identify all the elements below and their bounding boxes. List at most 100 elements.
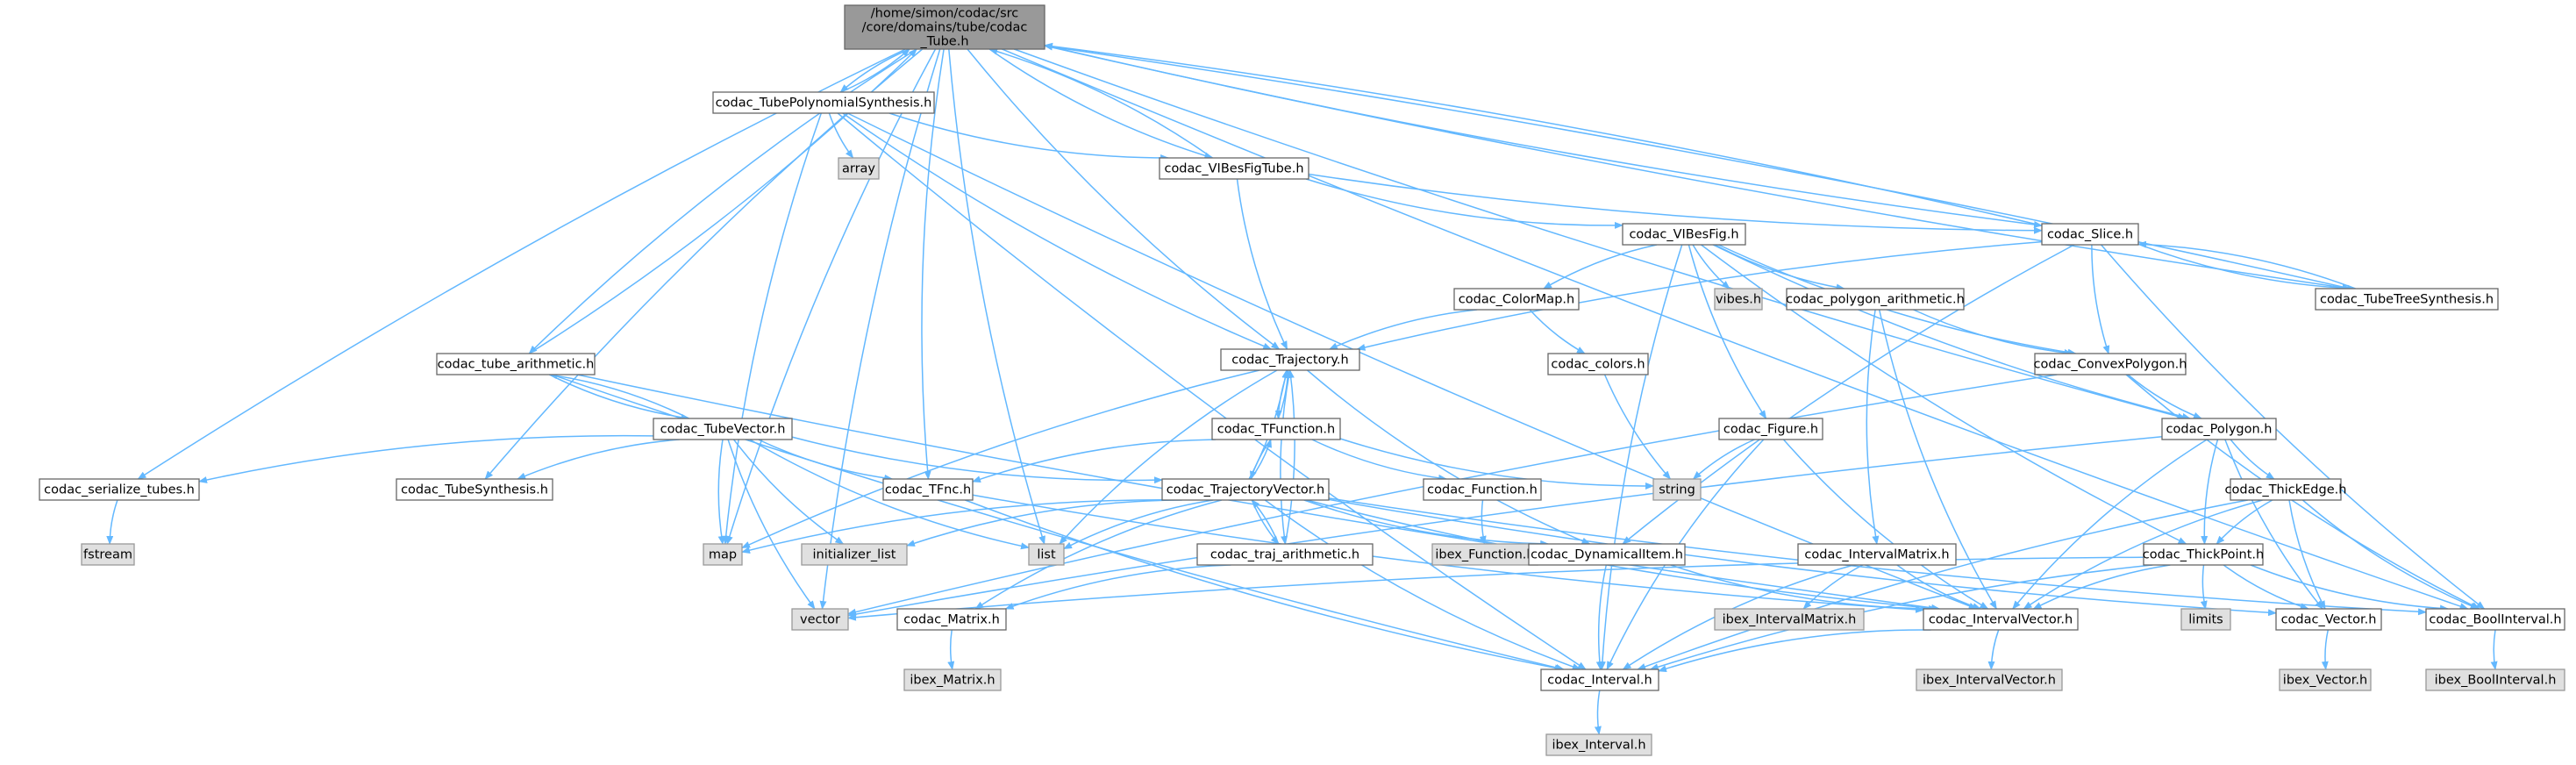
edge-path <box>1649 564 2153 671</box>
node-poly_synth[interactable]: codac_TubePolynomialSynthesis.h <box>712 91 935 114</box>
node-tube_arith[interactable]: codac_tube_arithmetic.h <box>436 353 596 375</box>
node-colormap[interactable]: codac_ColorMap.h <box>1453 288 1580 311</box>
node-label: codac_TubeSynthesis.h <box>401 483 548 497</box>
edge-path <box>947 629 955 670</box>
edge-tubevector-to-tubesynth <box>517 439 680 480</box>
node-polygon[interactable]: codac_Polygon.h <box>2161 418 2277 440</box>
edge-tubevector-to-initlist <box>733 439 845 545</box>
edge-path <box>828 112 854 159</box>
edge-path <box>1603 374 1672 480</box>
node-codac_vector[interactable]: codac_Vector.h <box>2275 608 2382 631</box>
node-tfnc[interactable]: codac_TFnc.h <box>882 478 974 501</box>
edge-path <box>921 48 945 480</box>
edge-vibesfig-to-polygon <box>1712 244 2191 420</box>
node-box <box>882 478 974 501</box>
node-label: codac_colors.h <box>1551 357 1645 371</box>
node-label: codac_Function.h <box>1427 483 1538 497</box>
edge-path <box>1014 48 2187 420</box>
edge-trajectory-to-list <box>1059 369 1278 545</box>
node-trajvector[interactable]: codac_TrajectoryVector.h <box>1161 478 1330 501</box>
node-list: list <box>1028 543 1065 566</box>
node-box <box>844 4 1045 50</box>
node-serialize[interactable]: codac_serialize_tubes.h <box>39 478 200 501</box>
node-function[interactable]: codac_Function.h <box>1423 478 1542 501</box>
edge-polygon-to-vector <box>847 436 2163 618</box>
edge-tubevector-to-trajvector <box>791 436 1163 484</box>
edge-path <box>741 499 1163 554</box>
node-string: string <box>1652 478 1702 501</box>
edge-path <box>965 499 1564 672</box>
node-box <box>1714 288 1763 311</box>
node-label: string <box>1659 483 1695 497</box>
edge-tubevector-to-serialize <box>198 434 654 483</box>
edge-tubevector-to-map <box>717 439 725 545</box>
node-thickpoint[interactable]: codac_ThickPoint.h <box>2143 543 2264 566</box>
node-tfunction[interactable]: codac_TFunction.h <box>1211 418 1341 440</box>
node-boolinterval[interactable]: codac_BoolInterval.h <box>2425 608 2565 631</box>
edge-path <box>1305 178 1623 229</box>
node-trajectory[interactable]: codac_Trajectory.h <box>1220 348 1360 371</box>
edge-trajvector-to-codac_vector <box>1328 498 2277 617</box>
edge-path <box>988 47 1213 159</box>
edge-path <box>2200 564 2208 610</box>
node-tubetree[interactable]: codac_TubeTreeSynthesis.h <box>2315 288 2499 311</box>
edge-path <box>791 436 1163 484</box>
node-fstream: fstream <box>81 543 135 566</box>
edge-path <box>1622 564 1854 670</box>
node-label: codac_tube_arithmetic.h <box>438 357 595 371</box>
edge-path <box>1688 244 1767 419</box>
edge-path <box>758 439 894 482</box>
node-interval[interactable]: codac_Interval.h <box>1540 668 1659 691</box>
edge-path <box>1044 45 2351 291</box>
node-initlist: initializer_list <box>801 543 908 566</box>
node-vibesfigtube[interactable]: codac_VIBesFigTube.h <box>1159 157 1309 180</box>
node-slice[interactable]: codac_Slice.h <box>2041 223 2139 246</box>
node-figure[interactable]: codac_Figure.h <box>1718 418 1823 440</box>
edge-thickpoint-to-limits <box>2200 564 2208 610</box>
node-dynitem[interactable]: codac_DynamicalItem.h <box>1528 543 1686 566</box>
edge-path <box>1236 178 1288 350</box>
node-box <box>1423 478 1542 501</box>
node-vibesfig[interactable]: codac_VIBesFig.h <box>1622 223 1746 246</box>
edge-path <box>847 436 2163 618</box>
node-tubesynth[interactable]: codac_TubeSynthesis.h <box>396 478 553 501</box>
edge-vibesfigtube-to-slice <box>1308 173 2043 234</box>
node-label: fstream <box>83 547 132 561</box>
node-label: ibex_Interval.h <box>1552 738 1645 752</box>
edge-intmatrix-to-intvector <box>1896 564 1982 610</box>
edge-tfnc-to-intvector <box>972 494 1924 613</box>
edge-path <box>1692 244 1730 290</box>
node-label: vibes.h <box>1716 292 1761 306</box>
edge-vibesfig-to-vibes_h <box>1692 244 1730 290</box>
edge-vibesfig-to-interval <box>1598 244 1683 670</box>
node-tubevector[interactable]: codac_TubeVector.h <box>653 418 793 440</box>
node-tube_h[interactable]: /home/simon/codac/src/core/domains/tube/… <box>844 4 1045 50</box>
node-box <box>2275 608 2382 631</box>
edge-trajvector-to-matrix <box>974 499 1222 610</box>
edge-thickpoint-to-codac_vector <box>2223 564 2309 610</box>
edge-thickpoint-to-boolinterval <box>2250 564 2449 612</box>
node-box <box>2425 608 2565 631</box>
edge-path <box>1002 48 2469 610</box>
node-label: codac_TubeTreeSynthesis.h <box>2320 292 2494 306</box>
node-intmatrix[interactable]: codac_IntervalMatrix.h <box>1797 543 1957 566</box>
edge-path <box>839 48 910 93</box>
edge-path <box>1339 438 1654 490</box>
node-label: list <box>1037 547 1056 561</box>
node-convexpoly[interactable]: codac_ConvexPolygon.h <box>2034 353 2187 375</box>
node-polyarith[interactable]: codac_polygon_arithmetic.h <box>1786 288 1965 311</box>
edge-slice-to-trajectory <box>1356 240 2043 351</box>
node-label: array <box>842 161 875 175</box>
edge-path <box>888 112 1170 161</box>
node-colors[interactable]: codac_colors.h <box>1547 353 1649 375</box>
node-trajarith[interactable]: codac_traj_arithmetic.h <box>1196 543 1374 566</box>
node-matrix[interactable]: codac_Matrix.h <box>896 608 1007 631</box>
edge-path <box>1250 439 1272 480</box>
node-intvector[interactable]: codac_IntervalVector.h <box>1923 608 2079 631</box>
edge-path <box>1896 564 1982 610</box>
edge-dynitem-to-intvector <box>1670 564 1938 612</box>
node-box <box>1718 418 1823 440</box>
node-thickedge[interactable]: codac_ThickEdge.h <box>2225 478 2347 501</box>
edge-trajvector-to-map <box>741 499 1163 554</box>
